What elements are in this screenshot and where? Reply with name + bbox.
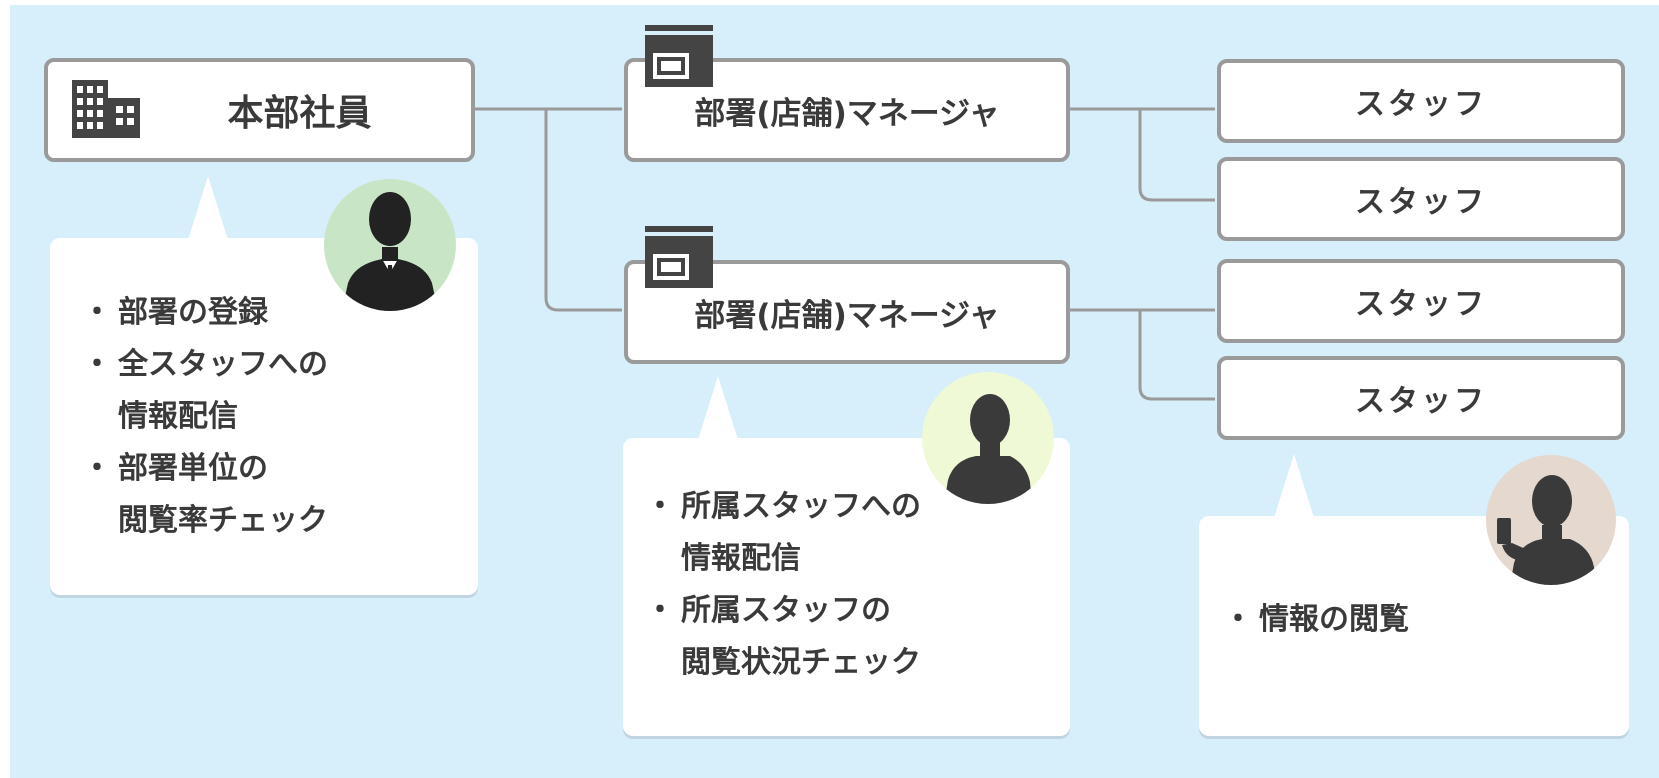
staff-node: スタッフ [1217, 259, 1625, 343]
staff-node: スタッフ [1217, 356, 1625, 440]
manager-title: 部署(店舗)マネージャ [694, 297, 1000, 334]
shop-icon [645, 25, 713, 87]
role-item: 部署の登録 [82, 287, 478, 339]
role-text: 情報配信 [681, 541, 801, 576]
staff-role-list: 情報の閲覧 [1223, 594, 1629, 646]
role-text: 情報の閲覧 [1259, 602, 1409, 637]
building-icon [72, 80, 140, 138]
staff-node: スタッフ [1217, 157, 1625, 241]
staff-node: スタッフ [1217, 59, 1625, 143]
bubble-tail [188, 176, 228, 240]
staff-title: スタッフ [1355, 87, 1487, 122]
role-text: 情報配信 [118, 399, 238, 434]
businessman-avatar-icon [324, 179, 456, 311]
role-text: 閲覧状況チェック [681, 645, 921, 680]
manager-avatar-icon [922, 372, 1054, 504]
role-item: 情報の閲覧 [1223, 594, 1629, 646]
manager-title: 部署(店舗)マネージャ [694, 95, 1000, 132]
shop-icon [645, 226, 713, 288]
staff-title: スタッフ [1355, 287, 1487, 322]
hq-title: 本部社員 [227, 93, 372, 134]
role-text: 部署の登録 [118, 295, 268, 330]
staff-title: スタッフ [1355, 384, 1487, 419]
role-text: 所属スタッフの [681, 593, 891, 628]
hq-node: 本部社員 [44, 58, 475, 162]
role-text: 部署単位の [118, 451, 268, 486]
bubble-tail [1274, 454, 1314, 518]
staff-avatar-icon [1486, 455, 1616, 585]
role-text: 所属スタッフへの [681, 489, 921, 524]
manager-node: 部署(店舗)マネージャ [624, 58, 1070, 162]
role-text: 全スタッフへの [118, 347, 328, 382]
staff-title: スタッフ [1355, 185, 1487, 220]
bubble-tail [698, 376, 738, 440]
role-text: 閲覧率チェック [118, 503, 328, 538]
